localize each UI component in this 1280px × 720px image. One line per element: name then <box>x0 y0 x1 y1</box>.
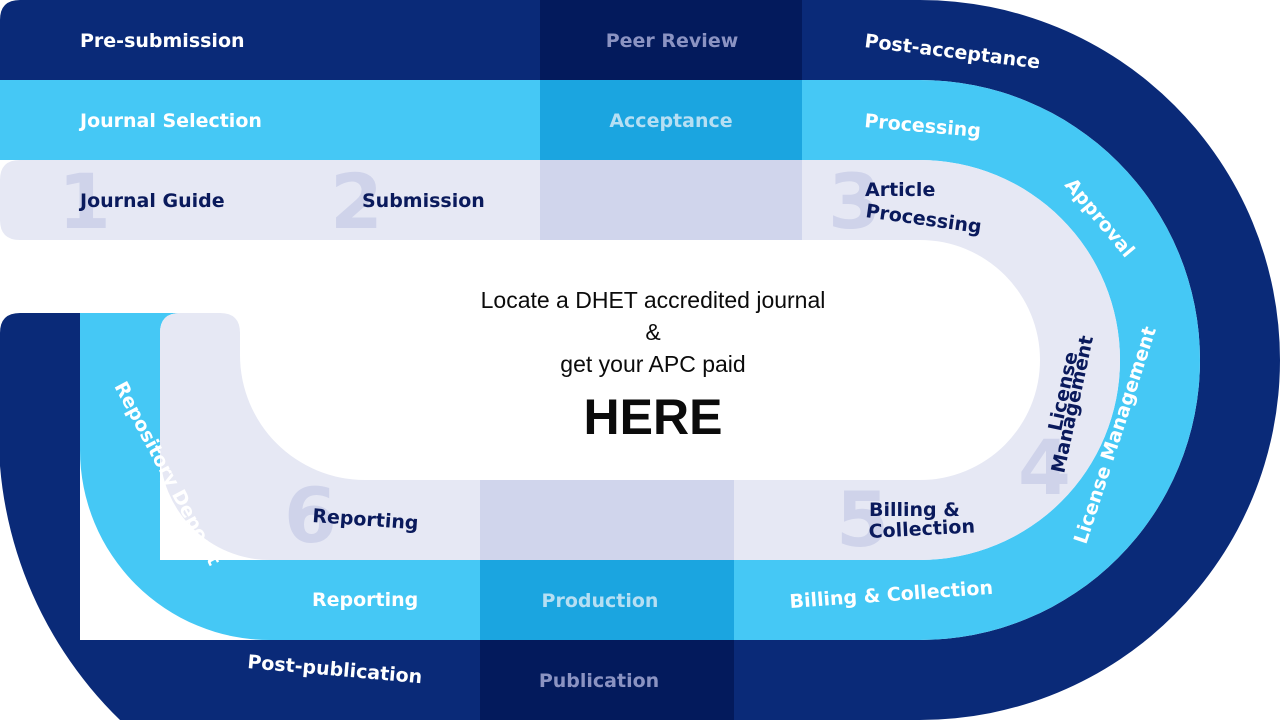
stage-numbers: 1 2 3 4 5 6 <box>58 157 1071 564</box>
inner-band <box>0 160 1120 560</box>
middle-band-shape <box>0 80 1200 640</box>
peer-review-shade <box>540 0 802 80</box>
stage-label-billing: Billing & <box>869 499 960 521</box>
label-reporting-outer: Reporting <box>312 589 418 611</box>
stage-number-2: 2 <box>330 157 383 246</box>
acceptance-shade <box>540 80 802 160</box>
inner-band-shape <box>0 160 1120 560</box>
center-line-apc: get your APC paid <box>560 351 746 377</box>
stage-label-article: Article <box>865 179 935 201</box>
stage-label-journal-guide: Journal Guide <box>78 190 225 212</box>
center-line-ampersand: & <box>645 319 661 345</box>
label-publication: Publication <box>539 670 659 692</box>
label-acceptance: Acceptance <box>609 110 732 132</box>
peer-review-inner-shade <box>540 160 802 240</box>
stage-number-1: 1 <box>58 157 111 246</box>
center-call-to-action[interactable]: Locate a DHET accredited journal & get y… <box>420 284 886 448</box>
middle-band <box>0 80 1200 640</box>
publication-inner-shade <box>480 480 734 560</box>
label-journal-selection: Journal Selection <box>78 110 262 132</box>
label-production: Production <box>542 590 659 612</box>
publication-shade <box>480 640 734 720</box>
label-pre-submission: Pre-submission <box>80 30 245 52</box>
stage-number-3: 3 <box>828 157 881 246</box>
stage-number-6: 6 <box>284 471 337 560</box>
stage-number-4: 4 <box>1018 423 1071 512</box>
label-peer-review: Peer Review <box>606 30 739 52</box>
production-shade <box>480 560 734 640</box>
stage-number-5: 5 <box>836 475 889 564</box>
stage-label-submission: Submission <box>362 190 485 212</box>
center-line-locate: Locate a DHET accredited journal <box>480 287 826 313</box>
here-link[interactable]: HERE <box>583 389 723 445</box>
